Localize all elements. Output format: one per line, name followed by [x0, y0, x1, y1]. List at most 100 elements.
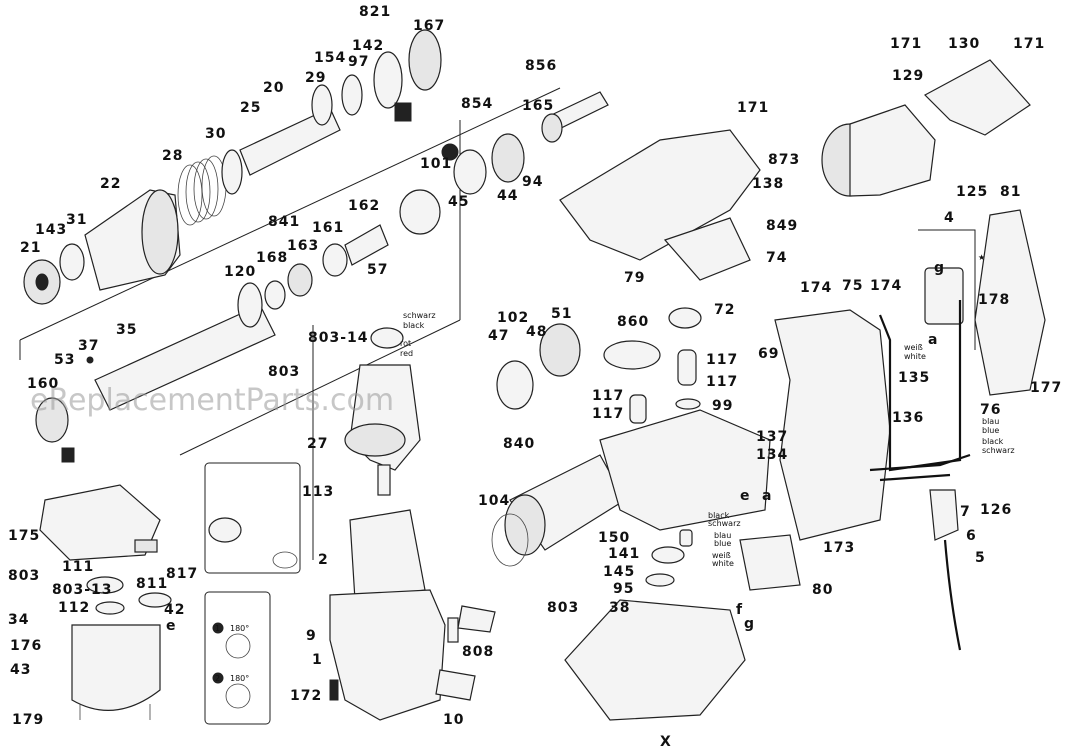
label-126: 126: [980, 502, 1012, 518]
gear-housing-cover-part: [559, 129, 761, 261]
end-cover-group: [39, 484, 172, 720]
label-21: 21: [20, 240, 41, 256]
label-117-d: 117: [592, 406, 624, 422]
label-163: 163: [287, 238, 319, 254]
label-803-b: 803: [8, 568, 40, 584]
label-48: 48: [526, 324, 547, 340]
label-27: 27: [307, 436, 328, 452]
note-blue-2: blue: [714, 539, 731, 548]
label-74: 74: [766, 250, 787, 266]
label-174-b: 174: [870, 278, 902, 294]
note-step2: 180°: [230, 674, 249, 683]
label-45: 45: [448, 194, 469, 210]
label-160: 160: [27, 376, 59, 392]
label-125: 125: [956, 184, 988, 200]
tool-holder-tube-part: [94, 304, 276, 411]
upper-housing-group: [559, 59, 1046, 651]
label-111: 111: [62, 559, 94, 575]
ring-part: [59, 243, 85, 281]
label-177: 177: [1030, 380, 1062, 396]
label-22: 22: [100, 176, 121, 192]
label-120: 120: [224, 264, 256, 280]
note-step1: 180°: [230, 624, 249, 633]
note-white-2: white: [712, 559, 734, 568]
label-a-1: a: [762, 488, 772, 504]
gear-housing-part: [599, 409, 771, 531]
label-150: 150: [598, 530, 630, 546]
label-175: 175: [8, 528, 40, 544]
label-817: 817: [166, 566, 198, 582]
label-34: 34: [8, 612, 29, 628]
label-803-14: 803-14: [308, 330, 369, 346]
note-white: white: [904, 352, 926, 361]
part-labels: 821 167 142 154 97 29 20 25 30 28 22 143…: [8, 4, 1062, 750]
label-30: 30: [205, 126, 226, 142]
label-168: 168: [256, 250, 288, 266]
label-10: 10: [443, 712, 464, 728]
label-5: 5: [975, 550, 986, 566]
inset-box-brush: [204, 462, 301, 574]
label-174-a: 174: [800, 280, 832, 296]
watermark-text: eReplacementParts.com: [30, 383, 394, 418]
note-schwarz: schwarz: [403, 311, 436, 320]
field-housing-part: [349, 509, 426, 601]
label-a-2: a: [928, 332, 938, 348]
note-star: ★: [978, 253, 985, 262]
label-28: 28: [162, 148, 183, 164]
label-57: 57: [367, 262, 388, 278]
note-schwarz-3: schwarz: [708, 519, 741, 528]
label-145: 145: [603, 564, 635, 580]
label-76: 76: [980, 402, 1001, 418]
note-step2-num: 2: [215, 674, 220, 683]
label-117-c: 117: [592, 388, 624, 404]
label-e-1: e: [166, 618, 177, 634]
note-weiss-2: weiß: [712, 551, 731, 560]
label-97: 97: [348, 54, 369, 70]
note-schwarz-2: schwarz: [982, 446, 1015, 455]
handle-housing-part: [774, 309, 891, 541]
label-9: 9: [306, 628, 317, 644]
label-2: 2: [318, 552, 329, 568]
note-blau-2: blau: [714, 531, 731, 540]
label-176: 176: [10, 638, 42, 654]
washer-part: [221, 149, 243, 195]
motor-assembly-group: [204, 325, 496, 725]
motor-housing-part: [329, 589, 446, 721]
label-135: 135: [898, 370, 930, 386]
label-860: 860: [617, 314, 649, 330]
label-20: 20: [263, 80, 284, 96]
label-856: 856: [525, 58, 557, 74]
label-808: 808: [462, 644, 494, 660]
front-assembly-group: [19, 29, 609, 463]
label-75: 75: [842, 278, 863, 294]
note-black-2: black: [982, 437, 1004, 446]
brush-holder-part: [39, 484, 161, 561]
label-42: 42: [164, 602, 185, 618]
note-black: black: [403, 321, 425, 330]
label-841: 841: [268, 214, 300, 230]
note-black-3: black: [708, 511, 730, 520]
label-803-13: 803-13: [52, 582, 113, 598]
label-69: 69: [758, 346, 779, 362]
label-803-a: 803: [268, 364, 300, 380]
label-6: 6: [966, 528, 977, 544]
label-31: 31: [66, 212, 87, 228]
label-113: 113: [302, 484, 334, 500]
label-172: 172: [290, 688, 322, 704]
label-99: 99: [712, 398, 733, 414]
label-29: 29: [305, 70, 326, 86]
dust-cap-part: [35, 397, 69, 443]
side-handle-cap-part: [924, 59, 1031, 136]
note-blue: blue: [982, 426, 999, 435]
label-94: 94: [522, 174, 543, 190]
label-43: 43: [10, 662, 31, 678]
label-821: 821: [359, 4, 391, 20]
label-47: 47: [488, 328, 509, 344]
label-95: 95: [613, 581, 634, 597]
label-854: 854: [461, 96, 493, 112]
label-117-b: 117: [706, 374, 738, 390]
label-g: g: [744, 616, 755, 632]
label-37: 37: [78, 338, 99, 354]
label-142: 142: [352, 38, 384, 54]
